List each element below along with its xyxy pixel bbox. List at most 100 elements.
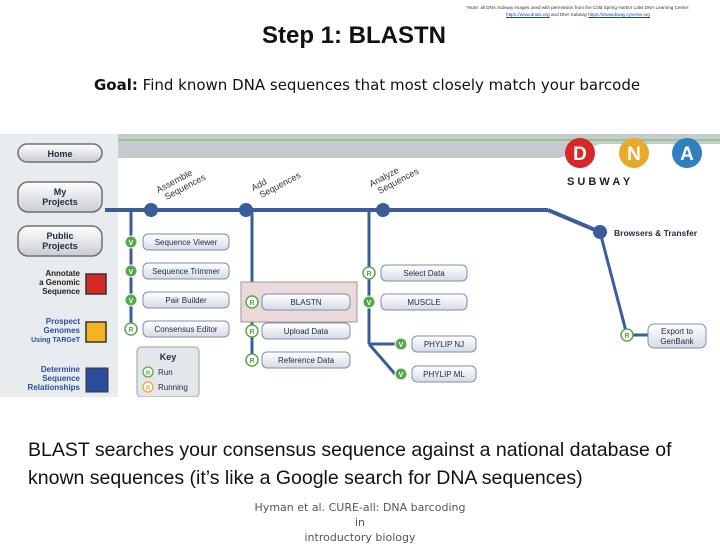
svg-text:PHYLIP NJ: PHYLIP NJ [424, 340, 464, 349]
r-marker-icon [362, 266, 376, 280]
r-marker-icon [124, 322, 138, 336]
logo-d-circle [565, 138, 595, 168]
phylip-ml-track [367, 343, 397, 375]
svg-text:My: My [54, 187, 67, 197]
svg-text:Key: Key [160, 352, 177, 362]
determine-line-color-swatch [85, 367, 109, 393]
svg-text:Relationships: Relationships [28, 383, 81, 392]
stop-phylip-nj[interactable]: V PHYLIP NJ [394, 335, 477, 353]
stop-consensus-editor[interactable]: R Consensus Editor [124, 320, 230, 338]
stop-reference-data[interactable]: R Reference Data [245, 351, 351, 369]
stop-browsers-transfer[interactable]: Browsers & Transfer [614, 228, 698, 238]
r-marker-icon [245, 353, 259, 367]
svg-text:Consensus Editor: Consensus Editor [154, 325, 217, 334]
goal-text: Find known DNA sequences that most close… [142, 76, 641, 94]
citation-line-1: Hyman et al. CURE-all: DNA barcoding in [254, 501, 466, 529]
station-analyze-dot[interactable] [376, 203, 390, 217]
logo-letter-n: N [627, 144, 641, 165]
stop-sequence-trimmer[interactable]: V Sequence Trimmer [124, 262, 230, 280]
key-run-icon [142, 366, 154, 378]
svg-text:Sequence Viewer: Sequence Viewer [155, 238, 218, 247]
svg-text:Running: Running [158, 383, 188, 392]
svg-text:Select Data: Select Data [403, 269, 445, 278]
home-button[interactable]: Home [17, 143, 103, 163]
svg-text:MUSCLE: MUSCLE [407, 298, 440, 307]
svg-text:R: R [249, 358, 254, 365]
line-annotate-genomic-sequence[interactable]: Annotate a Genomic Sequence [39, 269, 107, 296]
dnasubway-link[interactable]: https://dnasubway.cyverse.org [588, 12, 650, 17]
svg-text:V: V [399, 342, 404, 349]
svg-text:Annotate: Annotate [45, 269, 80, 278]
citation-footer: Hyman et al. CURE-all: DNA barcoding in … [250, 500, 470, 545]
public-projects-button[interactable]: Public Projects [17, 225, 103, 257]
svg-text:Upload Data: Upload Data [284, 327, 329, 336]
svg-text:Public: Public [46, 231, 73, 241]
stop-sequence-viewer[interactable]: V Sequence Viewer [124, 233, 230, 251]
svg-text:Prospect: Prospect [46, 317, 81, 326]
stop-blastn[interactable]: R BLASTN [245, 293, 351, 311]
prospect-line-color-swatch [85, 321, 107, 343]
stop-upload-data[interactable]: R Upload Data [245, 322, 351, 340]
svg-text:Home: Home [47, 149, 72, 159]
left-nav-panel [0, 134, 118, 397]
svg-text:R: R [128, 327, 133, 334]
station-add-dot[interactable] [239, 203, 253, 217]
dnalc-link[interactable]: https://www.dnalc.org [506, 12, 550, 17]
logo-word-subway: S U B W A Y [567, 176, 631, 188]
stop-export-genbank[interactable]: R Export to GenBank [620, 323, 707, 349]
svg-text:Genomes: Genomes [44, 326, 81, 335]
stop-phylip-ml[interactable]: V PHYLIP ML [394, 365, 477, 383]
v-marker-icon [124, 293, 138, 307]
svg-text:R: R [624, 333, 629, 340]
svg-text:BLASTN: BLASTN [290, 298, 321, 307]
svg-text:Reference Data: Reference Data [278, 356, 335, 365]
svg-text:V: V [129, 240, 134, 247]
svg-text:Determine: Determine [41, 365, 81, 374]
svg-text:PHYLIP ML: PHYLIP ML [423, 370, 465, 379]
station-browsers-dot[interactable] [593, 225, 607, 239]
subway-map-svg: Assemble Sequences Add Sequences Analyze… [0, 132, 720, 397]
goal-label: Goal: [94, 76, 138, 94]
svg-text:V: V [129, 269, 134, 276]
svg-text:Sequence Trimmer: Sequence Trimmer [152, 267, 220, 276]
my-projects-button[interactable]: My Projects [17, 181, 103, 213]
v-marker-icon [394, 337, 408, 351]
station-assemble-dot[interactable] [144, 203, 158, 217]
credit-text: *Note: all DNA Subway images used with p… [466, 5, 690, 10]
svg-text:Run: Run [158, 368, 173, 377]
line-prospect-genomes[interactable]: Prospect Genomes Using TARGeT [31, 317, 107, 344]
annotate-line-color-swatch [85, 273, 107, 295]
svg-text:V: V [399, 372, 404, 379]
svg-text:Projects: Projects [42, 241, 78, 251]
svg-text:Projects: Projects [42, 197, 78, 207]
main-track-to-browsers [547, 208, 601, 234]
svg-text:R: R [249, 329, 254, 336]
svg-text:Pair Builder: Pair Builder [165, 296, 207, 305]
dna-subway-logo: D N A S U B W A Y [565, 138, 702, 188]
stop-pair-builder[interactable]: V Pair Builder [124, 291, 230, 309]
v-marker-icon [362, 295, 376, 309]
map-key: Key R Run R Running [136, 346, 200, 397]
slide-title: Step 1: BLASTN [262, 22, 447, 49]
svg-text:Sequence: Sequence [42, 287, 80, 296]
svg-text:Export to: Export to [661, 327, 694, 336]
credit-text-mid: and DNA Subway [550, 12, 587, 17]
svg-text:R: R [146, 386, 151, 392]
line-determine-sequence-relationships[interactable]: Determine Sequence Relationships [28, 365, 109, 393]
v-marker-icon [124, 235, 138, 249]
svg-text:a Genomic: a Genomic [39, 278, 80, 287]
image-credit-note: *Note: all DNA Subway images used with p… [440, 4, 716, 18]
blast-description: BLAST searches your consensus sequence a… [28, 439, 672, 489]
r-marker-icon [245, 295, 259, 309]
stop-muscle[interactable]: V MUSCLE [362, 293, 468, 311]
goal-statement: Goal: Find known DNA sequences that most… [94, 76, 640, 94]
svg-text:Using TARGeT: Using TARGeT [31, 337, 81, 344]
export-track [598, 231, 629, 336]
v-marker-icon [124, 264, 138, 278]
svg-text:R: R [249, 300, 254, 307]
svg-text:V: V [129, 298, 134, 305]
svg-text:R: R [146, 371, 151, 377]
citation-line-2: introductory biology [304, 531, 416, 544]
stop-select-data[interactable]: R Select Data [362, 264, 468, 282]
r-marker-icon [245, 324, 259, 338]
